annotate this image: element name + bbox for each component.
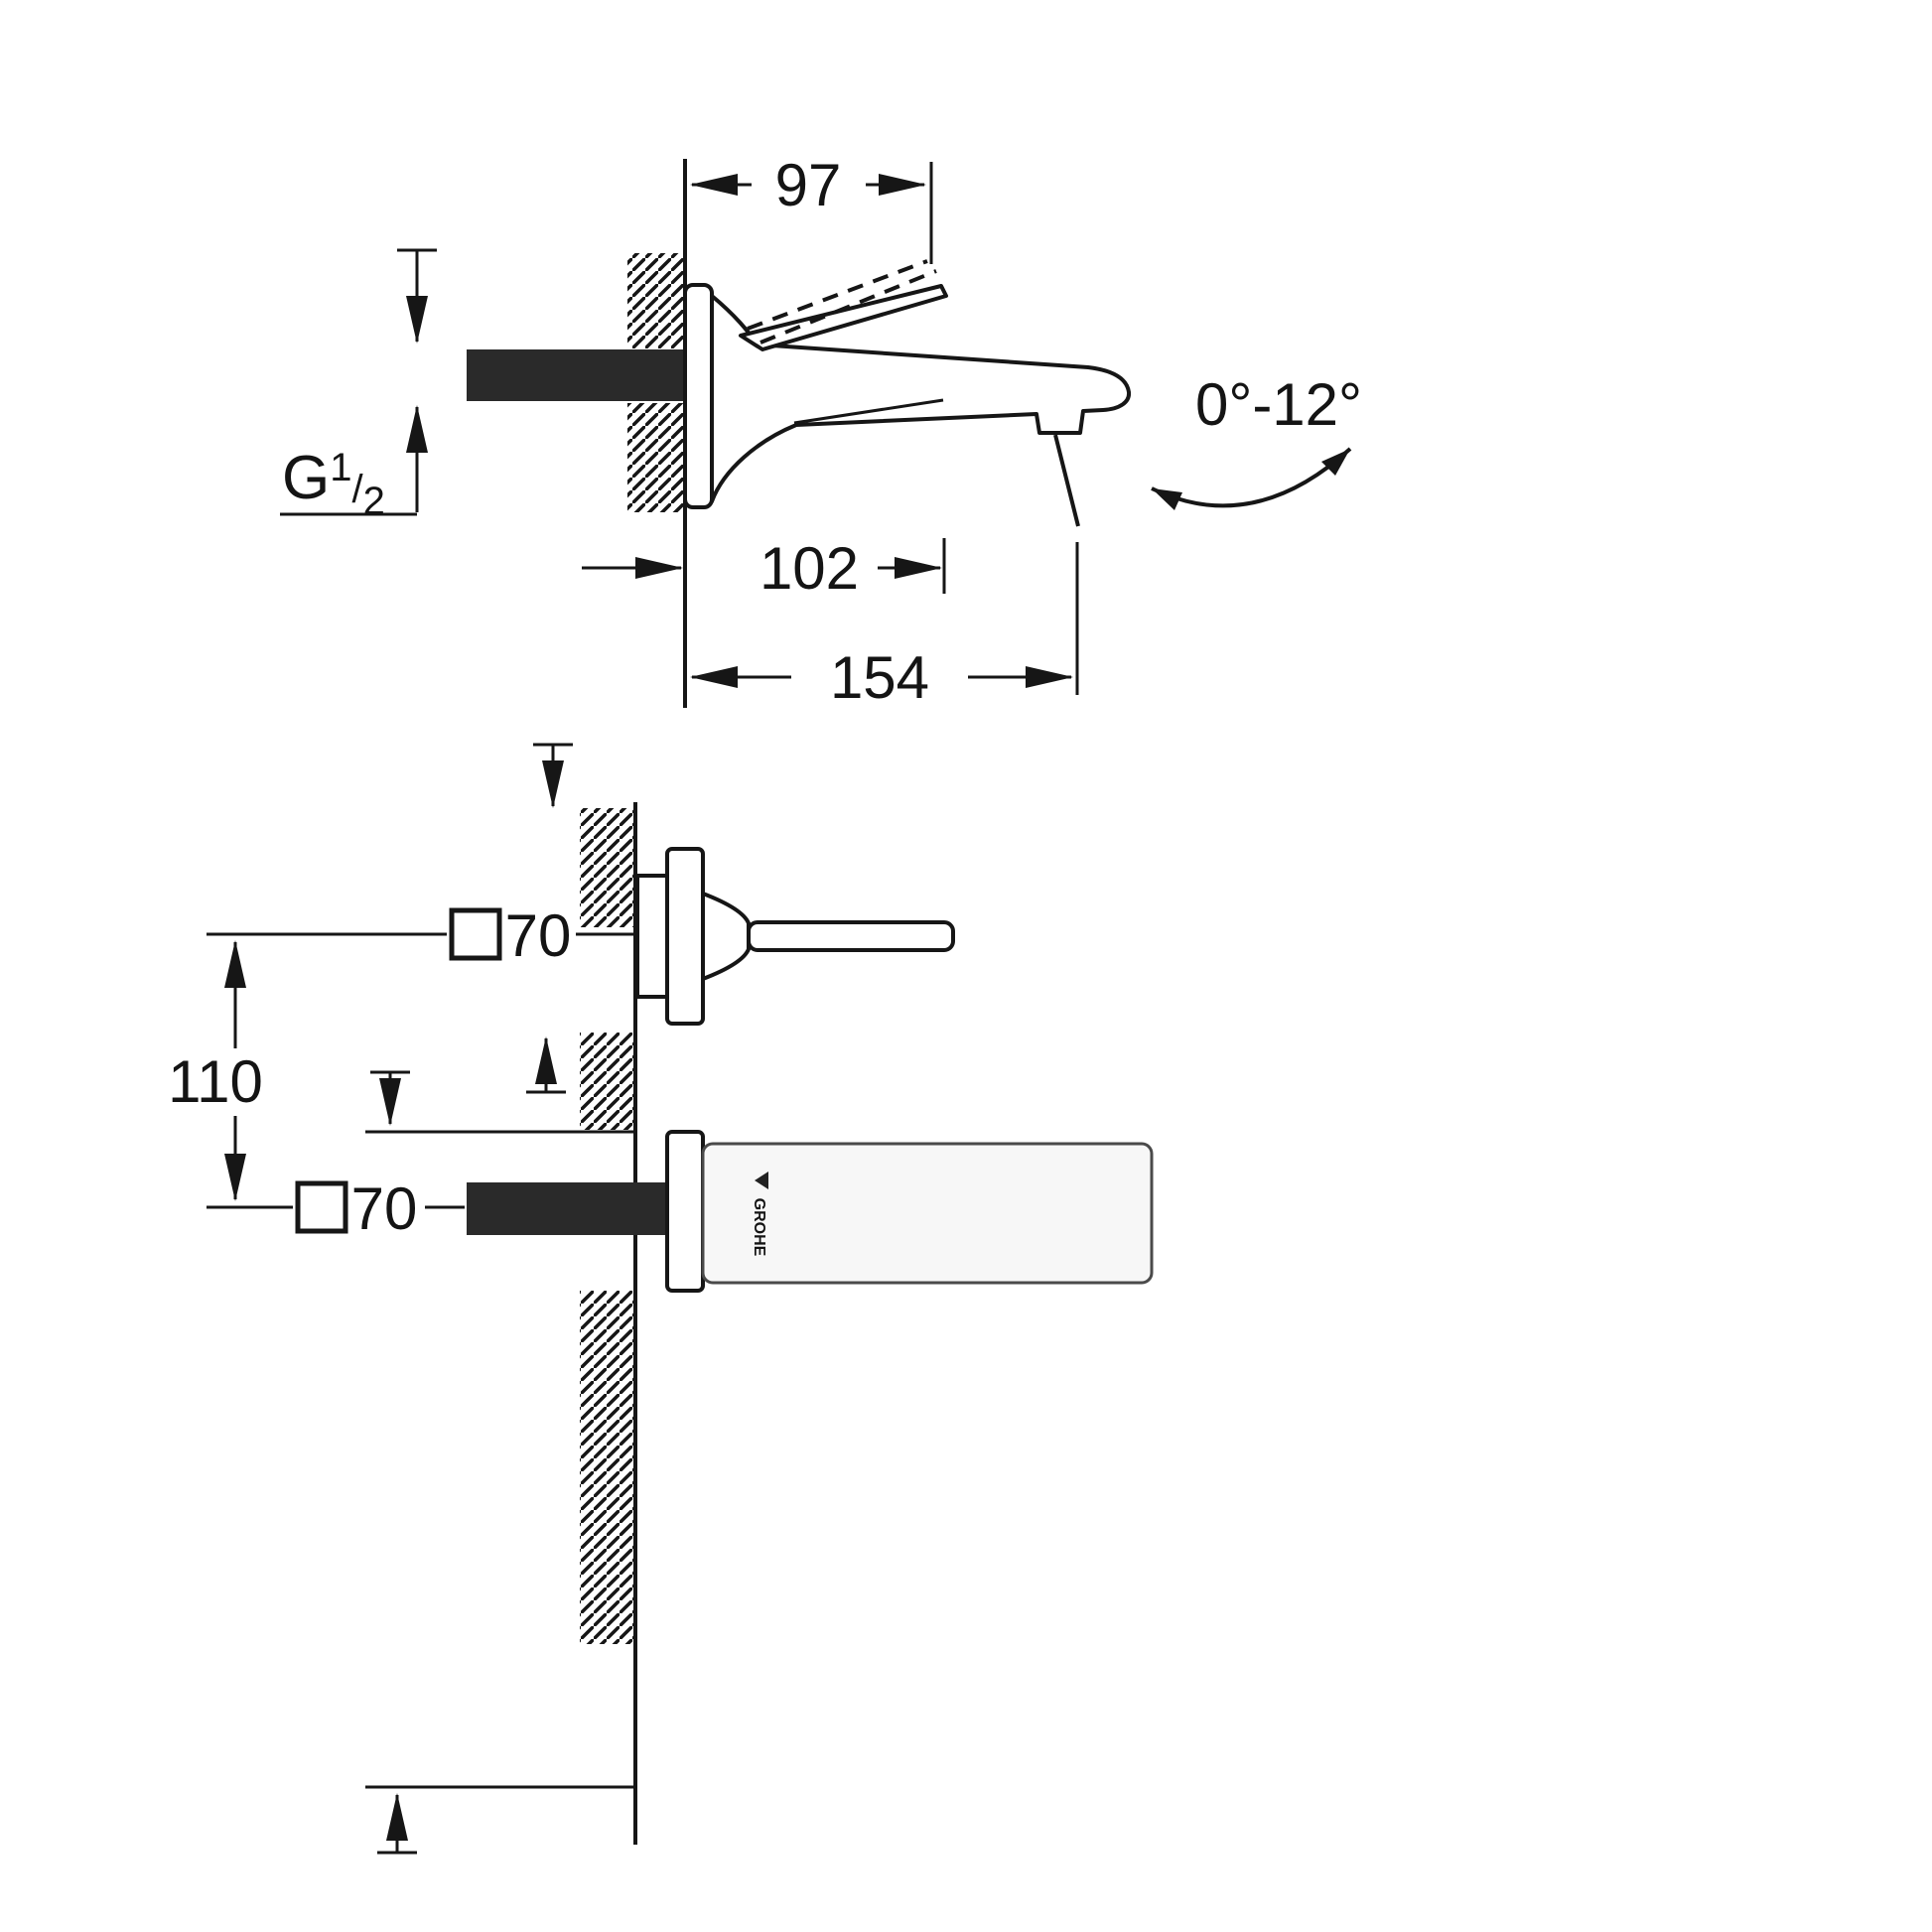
dimension-97: 97 xyxy=(690,152,933,264)
thread-letter: G xyxy=(282,444,330,512)
plan-view: 70 110 GROHE 70 xyxy=(168,743,1154,1855)
angle-arc xyxy=(1151,447,1352,508)
rough-in-flange xyxy=(635,874,669,999)
wall-hatch-upper xyxy=(627,253,685,348)
spout-assembly: GROHE xyxy=(467,1130,1154,1293)
wall-hatch-bottom xyxy=(580,1291,635,1644)
arc-arrow-left xyxy=(1152,488,1182,510)
depth-arrow-middle-up xyxy=(526,1036,566,1094)
wall-plate xyxy=(683,283,714,509)
dimension-110: 110 xyxy=(168,940,263,1201)
brand-logo-icon xyxy=(755,1172,768,1189)
square-symbol xyxy=(449,907,502,961)
handle-lever xyxy=(747,920,955,952)
wall-hatch-top xyxy=(580,808,635,927)
wall-hatch-middle xyxy=(580,1033,635,1130)
depth-arrow-bottom xyxy=(365,1785,635,1855)
angle-label: 0°-12° xyxy=(1195,371,1362,438)
side-view: 97 G1/2 0°-12° 102 xyxy=(280,152,1362,711)
handle-plate-dimension: 70 xyxy=(207,902,635,969)
thread-label: G1/2 xyxy=(282,444,385,523)
spout-wall-plate xyxy=(665,1130,705,1293)
square-symbol xyxy=(295,1180,348,1234)
dim-label-70-top: 70 xyxy=(505,902,572,969)
handle-assembly xyxy=(635,847,955,1026)
dim-label-154: 154 xyxy=(830,644,929,711)
dim-label-70-bottom: 70 xyxy=(351,1175,418,1242)
dim-label-102: 102 xyxy=(759,535,859,602)
wall-hatch-lower xyxy=(627,403,685,512)
thread-denominator: 2 xyxy=(363,480,385,523)
brand-mark: GROHE xyxy=(751,1172,768,1257)
brand-text: GROHE xyxy=(751,1198,767,1257)
lever-raised-dashed-top xyxy=(747,259,928,331)
spout-underside-line xyxy=(793,398,944,425)
thread-numerator: 1 xyxy=(330,446,351,489)
water-stream-line xyxy=(1053,434,1080,527)
supply-pipe xyxy=(467,349,685,401)
handle-cone xyxy=(701,892,751,981)
lever-raised-dashed-bottom xyxy=(759,269,937,345)
thread-slash: / xyxy=(351,468,363,511)
spout-top-body xyxy=(701,1142,1154,1285)
depth-arrow-middle-down xyxy=(365,1070,635,1134)
arc-arrow-right xyxy=(1321,449,1350,476)
lever-handle xyxy=(739,284,948,351)
depth-arrow-top xyxy=(533,743,573,808)
thread-callout: G1/2 xyxy=(280,248,437,523)
dimension-102: 102 xyxy=(582,535,946,602)
spout-plate-dimension: 70 xyxy=(207,1175,465,1242)
dimension-154: 154 xyxy=(690,542,1079,711)
dim-label-110: 110 xyxy=(168,1048,263,1115)
angle-callout: 0°-12° xyxy=(1053,371,1362,527)
dim-label-97: 97 xyxy=(775,152,842,218)
handle-wall-plate xyxy=(665,847,705,1026)
supply-pipe xyxy=(467,1182,667,1235)
